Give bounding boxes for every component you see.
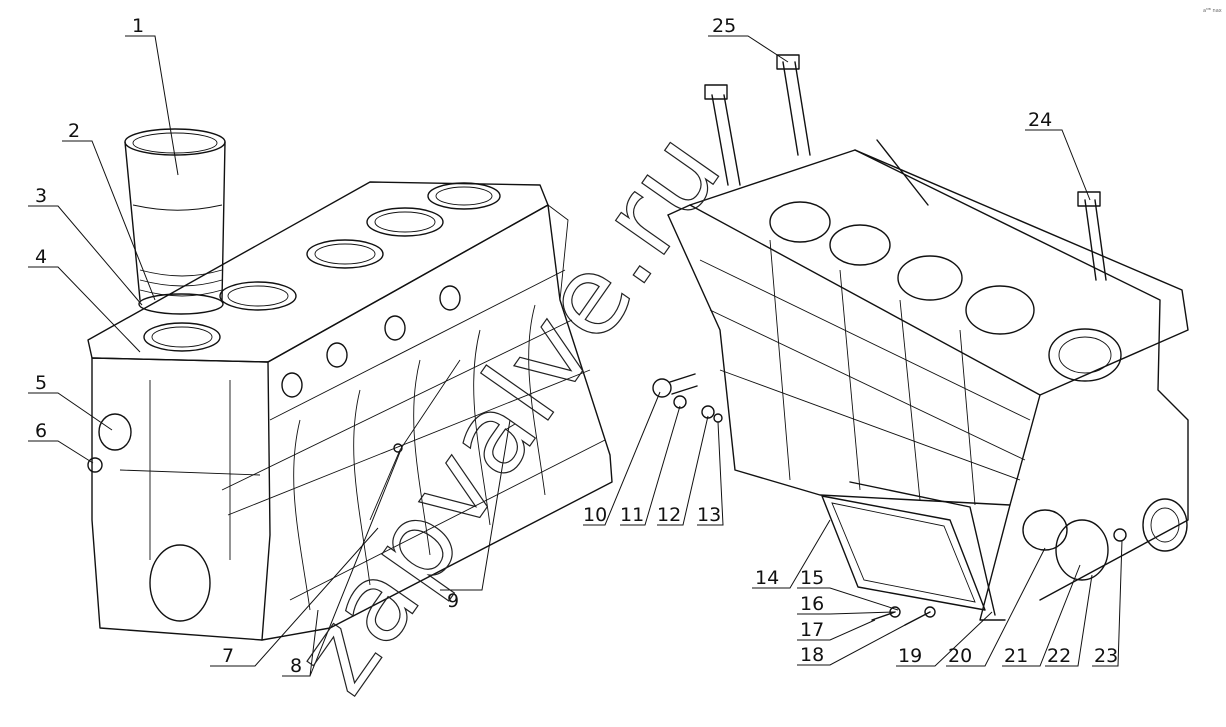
callout-24: 24 (1028, 109, 1052, 131)
callout-13: 13 (697, 504, 721, 526)
callout-18: 18 (800, 644, 824, 666)
left-engine-block (87, 181, 613, 641)
callout-5: 5 (35, 372, 47, 394)
callout-9: 9 (447, 590, 459, 612)
callout-6: 6 (35, 420, 47, 442)
plugs-group (652, 373, 723, 423)
watermark-text: zapvalve.ru (271, 110, 747, 715)
callout-3: 3 (35, 185, 47, 207)
callout-15: 15 (800, 567, 824, 589)
callout-8: 8 (290, 655, 302, 677)
callout-14: 14 (755, 567, 779, 589)
front-cover-group (1022, 509, 1127, 581)
callout-12: 12 (657, 504, 681, 526)
callout-10: 10 (583, 504, 607, 526)
callout-11: 11 (620, 504, 644, 526)
callout-1: 1 (132, 15, 144, 37)
callout-17: 17 (800, 619, 824, 641)
side-cover-group (821, 481, 996, 626)
callout-labels: 1 2 3 4 5 6 7 8 9 10 11 12 13 14 15 16 1… (35, 15, 1118, 677)
callout-19: 19 (898, 645, 922, 667)
callout-2: 2 (68, 120, 80, 142)
callout-22: 22 (1047, 645, 1071, 667)
leader-lines (28, 35, 1123, 677)
callout-23: 23 (1094, 645, 1118, 667)
cylinder-liner (124, 128, 226, 315)
callout-20: 20 (948, 645, 972, 667)
callout-16: 16 (800, 593, 824, 615)
callout-4: 4 (35, 246, 47, 268)
callout-21: 21 (1004, 645, 1028, 667)
right-engine-block (667, 54, 1189, 621)
callout-7: 7 (222, 645, 234, 667)
corner-mark: aᴹᴮ nax (1203, 8, 1222, 14)
callout-25: 25 (712, 15, 736, 37)
